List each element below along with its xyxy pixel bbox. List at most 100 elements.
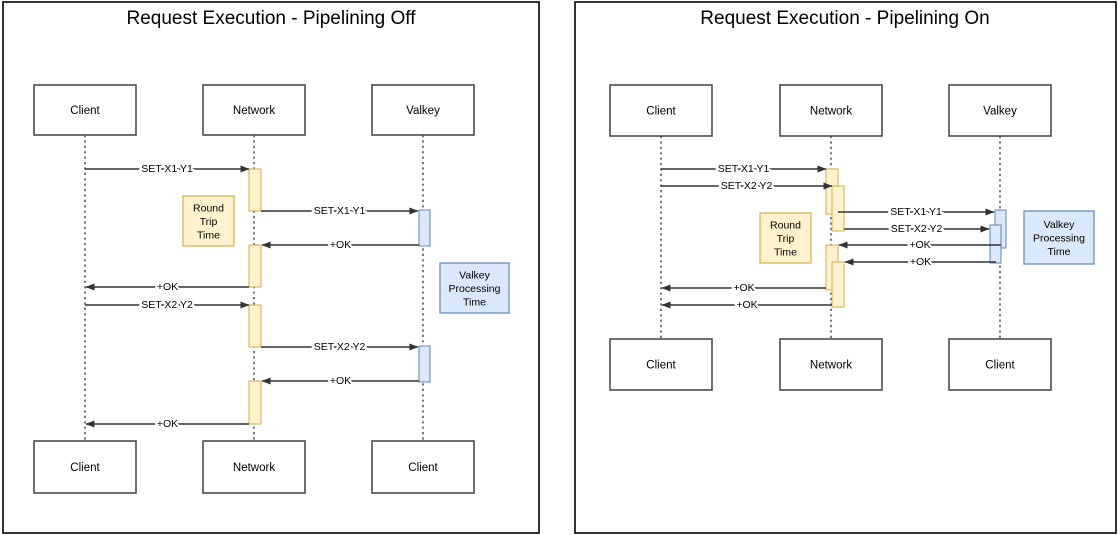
message-arrow: SET X2 Y2 (844, 221, 990, 237)
participant-box-rect (779, 338, 883, 391)
message-label: SET X2 Y2 (721, 180, 773, 192)
message-arrow: +OK (661, 297, 832, 313)
participant-box-top[interactable]: Valkey (948, 84, 1052, 137)
participant-label: Client (985, 360, 1015, 372)
message-arrow: SET X2 Y2 (85, 297, 250, 313)
legend-box-rect (1023, 210, 1095, 265)
participant-box-rect (948, 338, 1052, 391)
participant-label: Network (233, 462, 275, 474)
participant-label: Client (70, 105, 100, 117)
participant-box-rect (371, 84, 475, 136)
activation-bar-blue (989, 224, 1002, 264)
message-arrow: SET X1 Y1 (261, 203, 419, 219)
message-label: SET X1 Y1 (314, 205, 366, 217)
legend-label-line: Round (770, 219, 801, 231)
legend-box-rect (759, 212, 812, 264)
message-arrow: +OK (261, 373, 419, 389)
message-label: +OK (330, 375, 351, 387)
activation-bar-yellow (831, 185, 845, 232)
message-arrow: +OK (261, 237, 419, 253)
message-label: SET X1 Y1 (141, 163, 193, 175)
panel-title: Request Execution - Pipelining Off (126, 8, 416, 29)
message-label: SET X2 Y2 (314, 341, 366, 353)
participant-box-rect (202, 440, 306, 494)
participant-label: Valkey (983, 106, 1017, 118)
message-label: +OK (330, 239, 351, 251)
participant-box-bottom[interactable]: Client (609, 338, 713, 391)
message-label: +OK (736, 299, 757, 311)
panel-frame (574, 1, 1117, 534)
message-label: SET X1 Y1 (890, 206, 942, 218)
message-arrow: +OK (661, 280, 826, 296)
legend-label-line: Processing (1033, 232, 1085, 244)
participant-box-top[interactable]: Valkey (371, 84, 475, 136)
activation-bar-yellow (248, 304, 262, 348)
participant-box-bottom[interactable]: Client (33, 440, 137, 494)
participant-box-rect (779, 84, 883, 137)
participant-box-rect (609, 338, 713, 391)
legend-label-line: Valkey (1044, 219, 1075, 231)
message-arrow: SET X2 Y2 (661, 178, 833, 194)
participant-box-bottom[interactable]: Network (779, 338, 883, 391)
activation-bar-yellow (248, 244, 262, 288)
panel-title: Request Execution - Pipelining On (700, 8, 989, 29)
message-label: +OK (910, 256, 931, 268)
activation-bar-blue (418, 209, 431, 247)
message-label: +OK (157, 281, 178, 293)
legend-label-line: Time (197, 229, 220, 241)
message-arrow: +OK (85, 279, 249, 295)
legend-box-rect (182, 195, 235, 247)
participant-box-top[interactable]: Client (33, 84, 137, 136)
message-label: +OK (733, 282, 754, 294)
participant-box-rect (371, 440, 475, 494)
message-arrow: +OK (844, 254, 996, 270)
participant-box-rect (609, 84, 713, 137)
legend-box-rect (439, 262, 510, 314)
legend-label-line: Time (1048, 246, 1071, 258)
message-arrow: +OK (85, 416, 249, 432)
message-arrow: SET X1 Y1 (661, 161, 827, 177)
participant-label: Network (810, 360, 852, 372)
participant-label: Network (233, 105, 275, 117)
legend-label-line: Processing (449, 283, 501, 295)
message-label: +OK (157, 418, 178, 430)
participant-box-rect (202, 84, 306, 136)
activation-bar-yellow (248, 168, 262, 212)
participant-box-bottom[interactable]: Network (202, 440, 306, 494)
participant-label: Client (646, 106, 676, 118)
legend-label-line: Valkey (459, 269, 490, 281)
activation-bar-yellow (831, 261, 845, 308)
participant-box-top[interactable]: Network (779, 84, 883, 137)
participant-box-rect (33, 84, 137, 136)
participant-label: Client (70, 462, 100, 474)
legend-label-line: Trip (200, 216, 218, 228)
participant-label: Network (810, 106, 852, 118)
activation-bar-yellow (248, 380, 262, 425)
participant-label: Valkey (406, 105, 440, 117)
message-label: +OK (909, 239, 930, 251)
participant-label: Client (646, 360, 676, 372)
message-arrow: SET X2 Y2 (261, 339, 419, 355)
participant-label: Client (408, 462, 438, 474)
participant-box-rect (948, 84, 1052, 137)
participant-box-bottom[interactable]: Client (948, 338, 1052, 391)
legend-label-line: Time (774, 246, 797, 258)
message-label: SET X1 Y1 (718, 163, 770, 175)
participant-box-rect (33, 440, 137, 494)
message-label: SET X2 Y2 (891, 223, 943, 235)
message-label: SET X2 Y2 (141, 299, 193, 311)
legend-label-line: Time (463, 296, 486, 308)
participant-box-top[interactable]: Network (202, 84, 306, 136)
message-arrow: SET X1 Y1 (838, 204, 995, 220)
activation-bar-blue (418, 345, 431, 383)
participant-box-top[interactable]: Client (609, 84, 713, 137)
panel-pipelining-off: Request Execution - Pipelining OffClient… (2, 1, 540, 534)
participant-box-bottom[interactable]: Client (371, 440, 475, 494)
message-arrow: SET X1 Y1 (85, 161, 250, 177)
legend-label-line: Trip (777, 233, 795, 245)
